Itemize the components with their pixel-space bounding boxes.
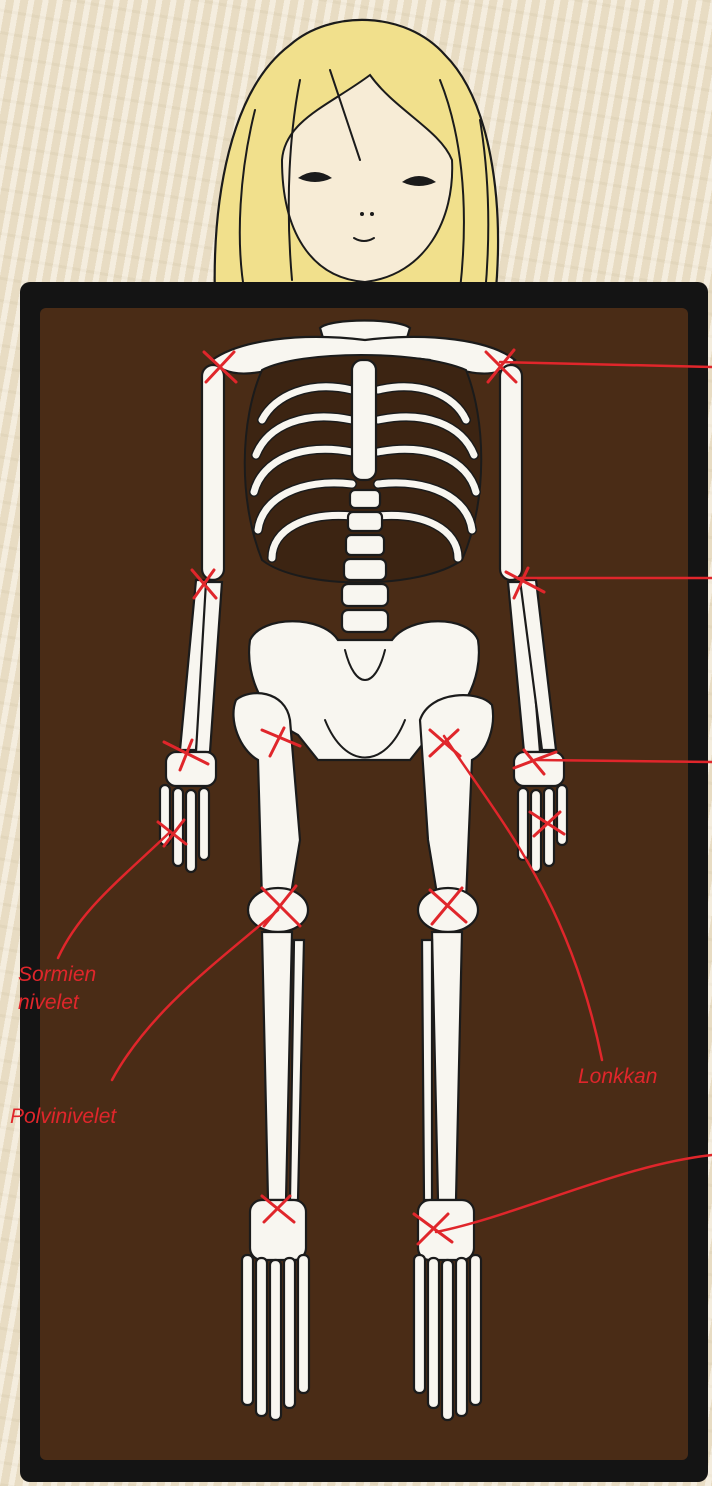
humerus-right (500, 365, 522, 580)
girl-figure (215, 20, 498, 300)
tibia-right (432, 932, 462, 1200)
label-hip-joints: Lonkkan (578, 1064, 657, 1090)
sternum (352, 360, 376, 480)
tibia-left (262, 932, 292, 1200)
foot-right (414, 1200, 481, 1420)
label-knee-joints: Polvinivelet (10, 1104, 116, 1130)
label-finger-joints-line2: nivelet (18, 990, 79, 1016)
foot-left (242, 1200, 309, 1420)
patella-right (418, 888, 478, 932)
label-finger-joints-line1: Sormien (18, 962, 96, 988)
humerus-left (202, 365, 224, 580)
